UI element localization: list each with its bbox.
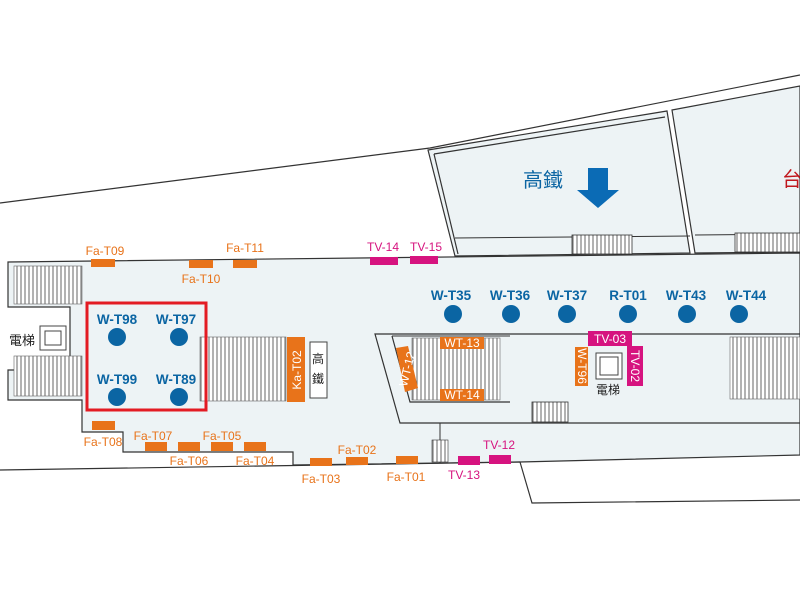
elevator-label: 電梯 xyxy=(9,334,35,349)
poi-r-t01[interactable]: R-T01 xyxy=(609,288,647,323)
svg-text:W-T99: W-T99 xyxy=(97,372,137,387)
shop-tv-12[interactable]: TV-12 xyxy=(483,438,515,464)
shop-fa-t05[interactable]: Fa-T05 xyxy=(203,429,242,451)
svg-text:Fa-T08: Fa-T08 xyxy=(84,435,123,449)
svg-text:Fa-T07: Fa-T07 xyxy=(134,429,173,443)
shop-wt-12[interactable]: WT-12 xyxy=(396,346,418,392)
svg-text:W-T89: W-T89 xyxy=(156,372,196,387)
poi-w-t98[interactable]: W-T98 xyxy=(97,312,138,346)
shop-wt-14[interactable]: WT-14 xyxy=(440,388,484,402)
shop-fa-t09[interactable]: Fa-T09 xyxy=(86,244,125,267)
shop-fa-t10[interactable]: Fa-T10 xyxy=(182,260,221,286)
svg-text:Fa-T09: Fa-T09 xyxy=(86,244,125,258)
svg-text:W-T96: W-T96 xyxy=(575,348,589,384)
stairs xyxy=(531,401,569,423)
highlight-box xyxy=(85,301,208,412)
shop-w-t96[interactable]: W-T96 xyxy=(575,347,589,386)
shop-ka-t02[interactable]: Ka-T02 xyxy=(287,337,305,402)
svg-text:W-T98: W-T98 xyxy=(97,312,138,327)
shop-fa-t07[interactable]: Fa-T07 xyxy=(134,429,173,451)
poi-w-t99[interactable]: W-T99 xyxy=(97,372,137,406)
escalator xyxy=(199,336,287,402)
svg-text:Fa-T05: Fa-T05 xyxy=(203,429,242,443)
svg-text:Fa-T11: Fa-T11 xyxy=(226,241,264,255)
svg-text:Fa-T02: Fa-T02 xyxy=(338,443,377,457)
shop-fa-t06[interactable]: Fa-T06 xyxy=(170,442,209,468)
svg-text:Fa-T04: Fa-T04 xyxy=(236,454,275,468)
svg-text:W-T43: W-T43 xyxy=(666,288,707,303)
poi-w-t37[interactable]: W-T37 xyxy=(547,288,587,323)
svg-text:W-T35: W-T35 xyxy=(431,288,472,303)
shop-fa-t08[interactable]: Fa-T08 xyxy=(84,421,123,449)
svg-text:Ka-T02: Ka-T02 xyxy=(290,350,304,390)
shop-fa-t02[interactable]: Fa-T02 xyxy=(338,443,377,465)
svg-text:高鐵: 高鐵 xyxy=(312,351,324,386)
shop-tv-15[interactable]: TV-15 xyxy=(410,240,442,264)
escalator xyxy=(13,355,83,397)
svg-text:Fa-T01: Fa-T01 xyxy=(387,470,426,484)
poi-w-t97[interactable]: W-T97 xyxy=(156,312,196,346)
svg-text:TV-03: TV-03 xyxy=(594,332,626,346)
shop-tv-14[interactable]: TV-14 xyxy=(367,240,399,265)
svg-text:Fa-T10: Fa-T10 xyxy=(182,272,221,286)
svg-text:TV-13: TV-13 xyxy=(448,468,480,482)
svg-text:Fa-T06: Fa-T06 xyxy=(170,454,209,468)
svg-text:W-T37: W-T37 xyxy=(547,288,587,303)
poi-w-t43[interactable]: W-T43 xyxy=(666,288,707,323)
svg-text:TV-12: TV-12 xyxy=(483,438,515,452)
building-outline xyxy=(0,74,800,204)
hsr-direction-label: 高鐵 xyxy=(523,168,563,192)
svg-text:Fa-T03: Fa-T03 xyxy=(302,472,341,486)
tra-direction-label: 台 xyxy=(782,167,800,191)
elevator-icon xyxy=(39,325,67,351)
escalator xyxy=(13,265,83,305)
svg-text:TV-14: TV-14 xyxy=(367,240,399,254)
shop-wt-13[interactable]: WT-13 xyxy=(440,336,484,350)
shop-fa-t03[interactable]: Fa-T03 xyxy=(302,458,341,486)
shop-tv-02[interactable]: TV-02 xyxy=(627,346,643,386)
svg-text:TV-02: TV-02 xyxy=(628,350,642,382)
hsr-sign: 高鐵 xyxy=(309,341,328,399)
tra-area xyxy=(671,85,800,254)
poi-w-t35[interactable]: W-T35 xyxy=(431,288,472,323)
shop-tv-03[interactable]: TV-03 xyxy=(588,331,632,346)
shop-fa-t04[interactable]: Fa-T04 xyxy=(236,442,275,468)
svg-text:WT-13: WT-13 xyxy=(444,336,480,350)
svg-text:W-T44: W-T44 xyxy=(726,288,767,303)
svg-text:WT-14: WT-14 xyxy=(444,388,480,402)
stairs xyxy=(734,232,800,253)
shop-fa-t01[interactable]: Fa-T01 xyxy=(387,456,426,484)
stairs xyxy=(571,234,633,255)
poi-w-t89[interactable]: W-T89 xyxy=(156,372,196,406)
escalator xyxy=(729,336,800,400)
elevator-label: 電梯 xyxy=(596,383,620,397)
poi-w-t36[interactable]: W-T36 xyxy=(490,288,531,323)
shop-fa-t11[interactable]: Fa-T11 xyxy=(226,241,264,268)
svg-text:TV-15: TV-15 xyxy=(410,240,442,254)
stairs xyxy=(431,439,449,463)
shop-tv-13[interactable]: TV-13 xyxy=(448,456,480,482)
arrow-down-icon xyxy=(577,168,619,208)
svg-text:R-T01: R-T01 xyxy=(609,288,647,303)
poi-w-t44[interactable]: W-T44 xyxy=(726,288,767,323)
svg-text:W-T97: W-T97 xyxy=(156,312,196,327)
svg-text:W-T36: W-T36 xyxy=(490,288,531,303)
hsr-area xyxy=(427,110,691,257)
